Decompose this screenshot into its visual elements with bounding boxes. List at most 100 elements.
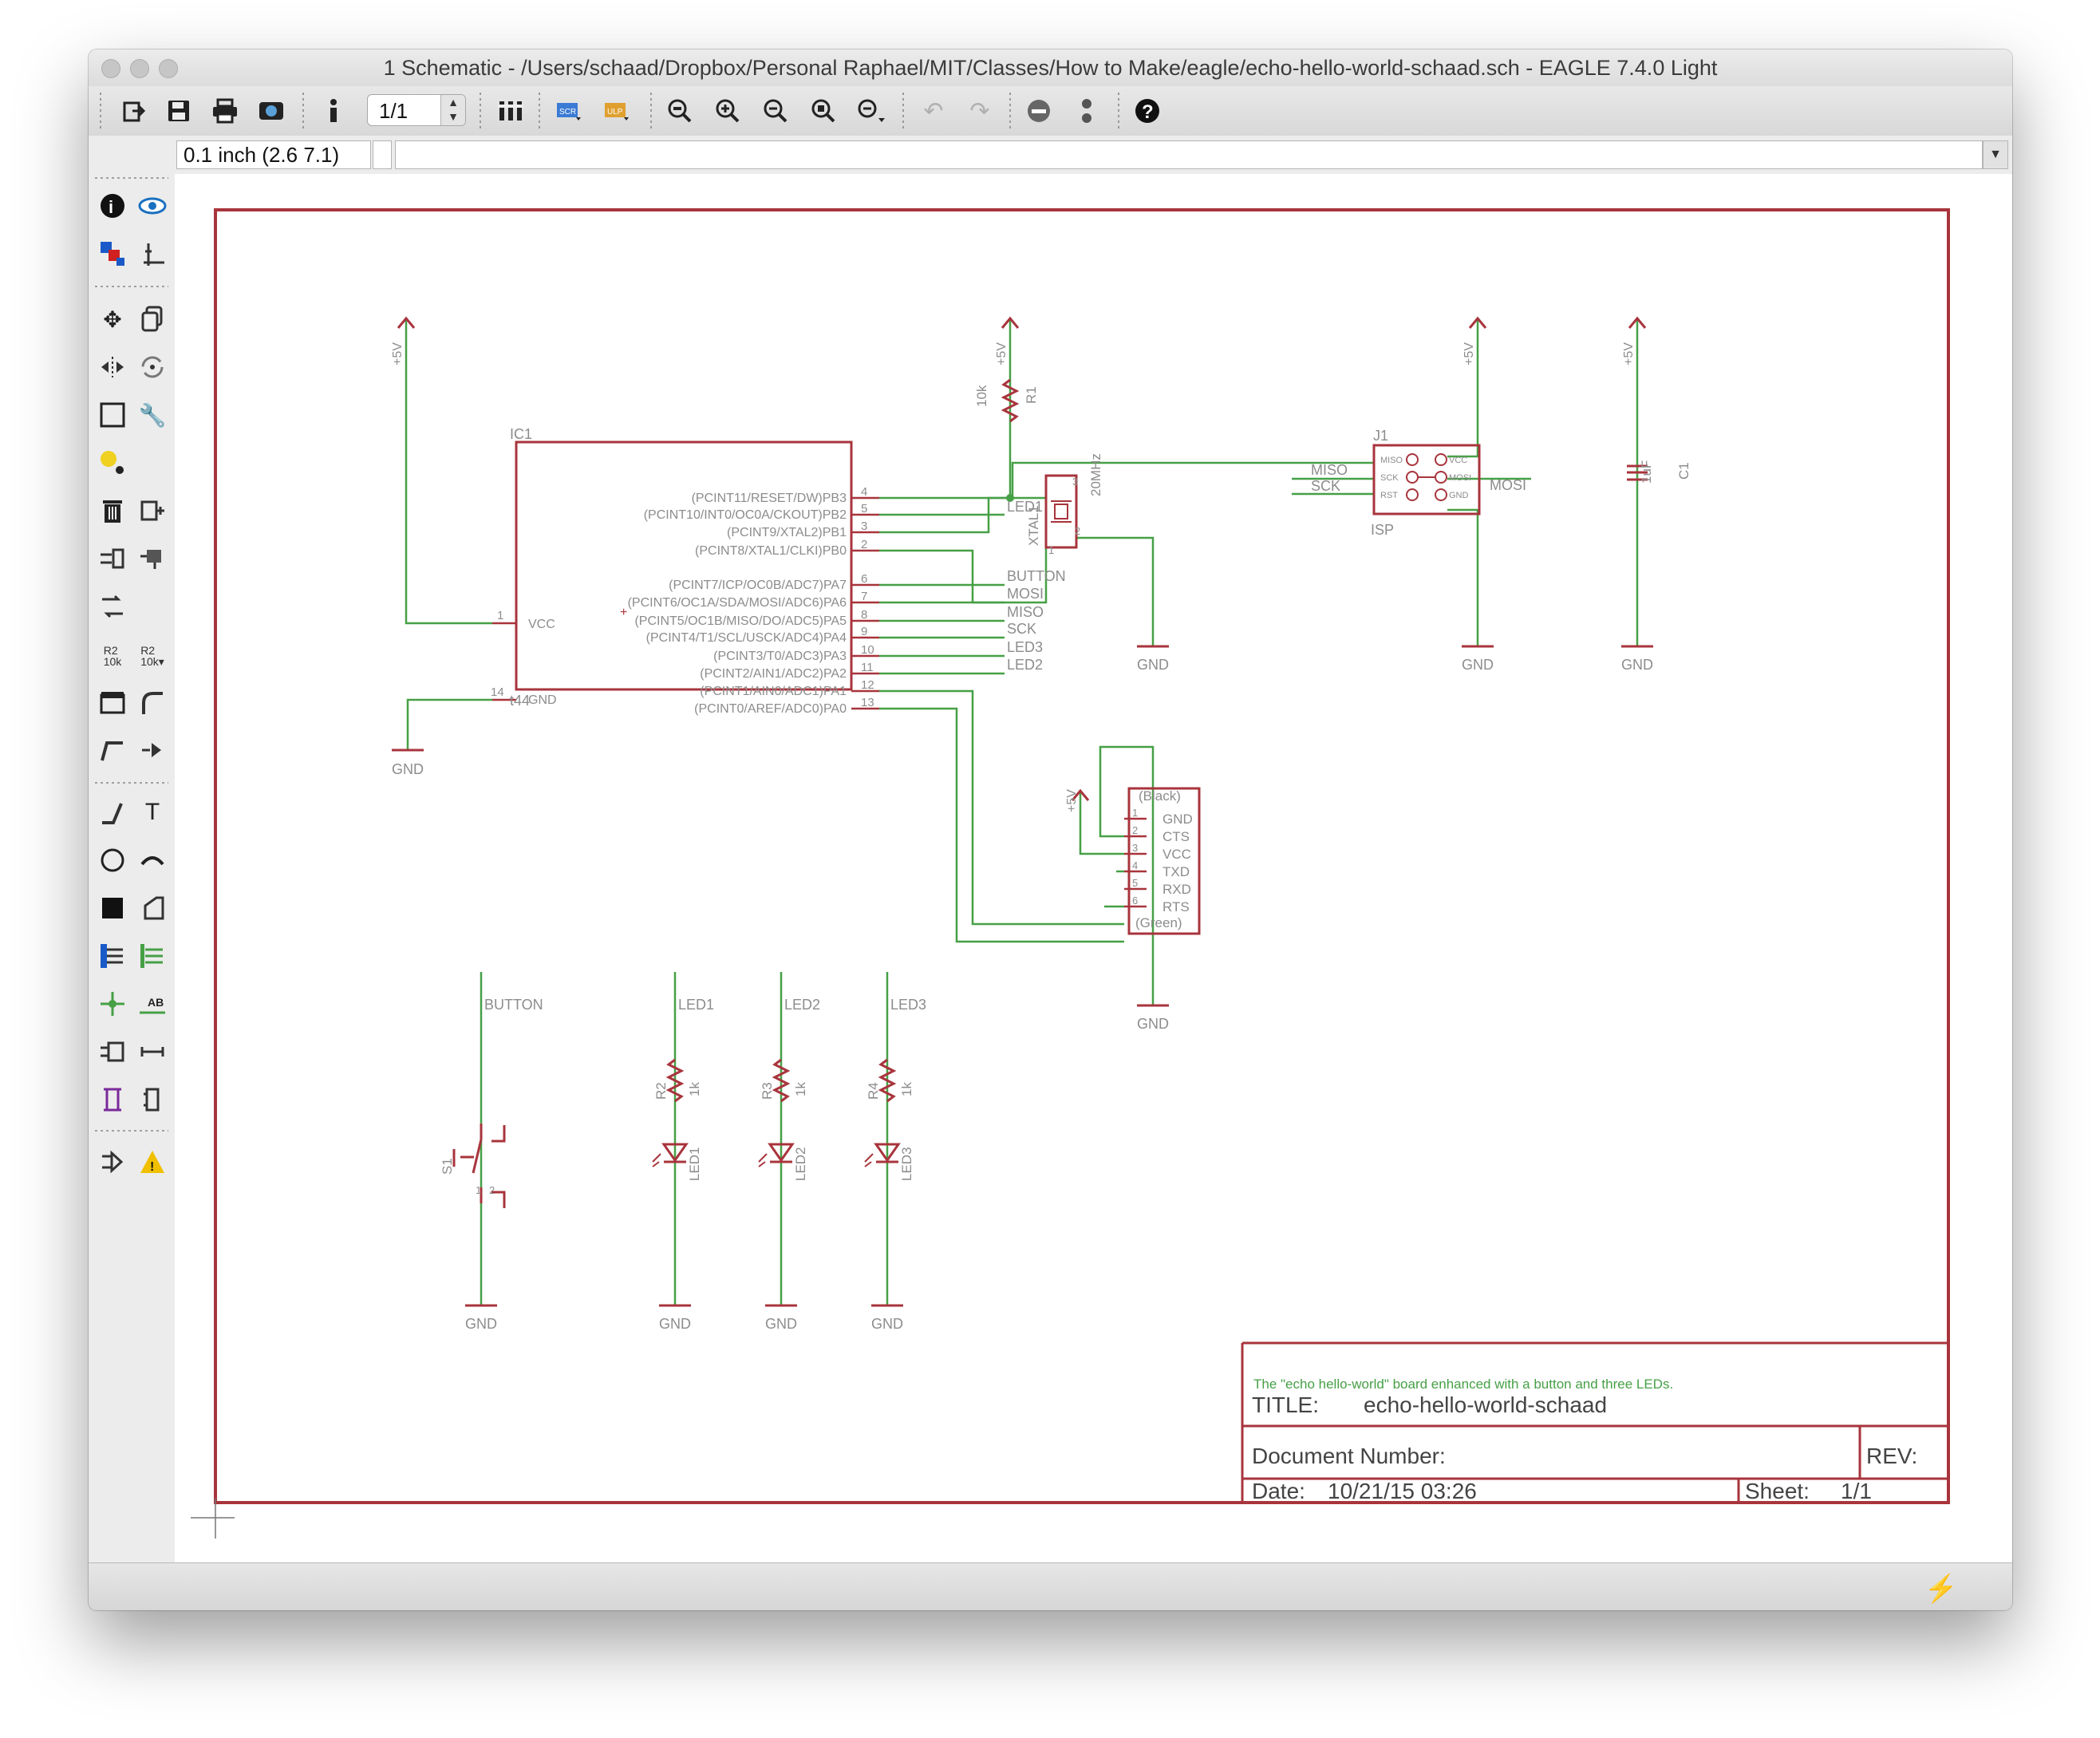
pinswap-icon[interactable] bbox=[97, 543, 128, 575]
cam-icon[interactable] bbox=[255, 94, 288, 128]
command-history-dropdown-icon[interactable]: ▼ bbox=[1983, 140, 2008, 169]
sheet-stepper[interactable]: 1/1 ▲▼ bbox=[367, 94, 466, 126]
copy-icon[interactable] bbox=[136, 303, 168, 335]
sheet-value: 1/1 bbox=[1841, 1479, 1872, 1503]
help-icon[interactable]: ? bbox=[1131, 94, 1164, 128]
add-icon[interactable] bbox=[136, 495, 168, 527]
led-net-label: LED3 bbox=[890, 997, 926, 1013]
c1-name: C1 bbox=[1676, 462, 1691, 480]
ic1-pin-number: 12 bbox=[861, 678, 874, 692]
frame-icon[interactable] bbox=[97, 1084, 128, 1116]
script-icon[interactable]: SCR bbox=[553, 94, 586, 128]
vcc-supply-label: +5V bbox=[1462, 342, 1476, 365]
isp-value: ISP bbox=[1371, 522, 1394, 538]
net-label-button: BUTTON bbox=[1007, 568, 1066, 584]
paste-icon[interactable] bbox=[97, 447, 128, 479]
led-resistor-name: R2 bbox=[653, 1082, 669, 1100]
junction-icon[interactable] bbox=[97, 988, 128, 1020]
palette-grip bbox=[95, 177, 168, 179]
move-icon[interactable]: ✥ bbox=[103, 306, 122, 332]
command-input[interactable] bbox=[395, 140, 1983, 169]
warning-icon[interactable]: ! bbox=[136, 1146, 168, 1178]
isp-pin-mosi: MOSI bbox=[1449, 473, 1471, 483]
info-icon[interactable]: i bbox=[97, 190, 128, 222]
redo-icon[interactable]: ↷ bbox=[969, 97, 990, 124]
gnd-supply-label: GND bbox=[1462, 657, 1494, 673]
vcc-supply-label: +5V bbox=[995, 342, 1009, 365]
led-net-label: LED1 bbox=[678, 997, 714, 1013]
stop-icon[interactable] bbox=[1022, 94, 1056, 128]
schematic-canvas[interactable]: (PCINT11/RESET/DW)PB3(PCINT10/INT0/OC0A/… bbox=[175, 174, 2012, 1562]
hole-icon[interactable] bbox=[136, 1084, 168, 1116]
split-icon[interactable] bbox=[97, 734, 128, 766]
led-resistor-value: 1k bbox=[899, 1082, 914, 1096]
ftdi-pin-number: 4 bbox=[1132, 859, 1138, 871]
ic1-pin-1-num: 1 bbox=[497, 609, 503, 622]
ic1-body[interactable] bbox=[515, 440, 853, 691]
zoom-select-icon[interactable] bbox=[855, 94, 888, 128]
led-name: LED1 bbox=[687, 1147, 702, 1181]
rect-icon[interactable] bbox=[97, 892, 128, 924]
go-icon[interactable] bbox=[1070, 94, 1103, 128]
ftdi-header[interactable] bbox=[1127, 787, 1201, 935]
save-icon[interactable] bbox=[162, 94, 195, 128]
lightning-icon[interactable]: ⚡ bbox=[1924, 1574, 1958, 1604]
rev-label: REV: bbox=[1866, 1444, 1917, 1468]
print-icon[interactable] bbox=[208, 94, 242, 128]
minimize-window-button[interactable] bbox=[130, 59, 149, 78]
undo-icon[interactable]: ↶ bbox=[923, 97, 944, 124]
ic1-pin-number: 2 bbox=[861, 538, 867, 551]
layers-icon[interactable] bbox=[494, 94, 527, 128]
change-icon[interactable]: 🔧 bbox=[138, 402, 167, 428]
gateswap-icon[interactable] bbox=[136, 543, 168, 575]
s1-button[interactable] bbox=[452, 1124, 506, 1208]
window-title: 1 Schematic - /Users/schaad/Dropbox/Pers… bbox=[383, 56, 1718, 80]
wire-icon[interactable] bbox=[97, 796, 128, 828]
board-description: The "echo hello-world" board enhanced wi… bbox=[1253, 1377, 1673, 1392]
mirror-icon[interactable] bbox=[97, 351, 128, 383]
delete-icon[interactable] bbox=[97, 495, 128, 527]
display-icon[interactable] bbox=[97, 238, 128, 270]
miter-icon[interactable] bbox=[136, 686, 168, 718]
stepper-arrows-icon[interactable]: ▲▼ bbox=[440, 95, 465, 125]
mark-icon[interactable] bbox=[136, 238, 168, 270]
r1-resistor[interactable] bbox=[1001, 378, 1020, 423]
ulp-icon[interactable]: ULP bbox=[601, 94, 634, 128]
zoom-redraw-icon[interactable] bbox=[807, 94, 840, 128]
attribute-icon[interactable] bbox=[97, 1036, 128, 1068]
zoom-in-icon[interactable] bbox=[711, 94, 744, 128]
net-icon[interactable] bbox=[136, 940, 168, 972]
ic1-pin-vcc-label: VCC bbox=[528, 618, 555, 631]
gnd-supply-label: GND bbox=[465, 1316, 497, 1332]
rotate-icon[interactable] bbox=[136, 351, 168, 383]
close-window-button[interactable] bbox=[101, 59, 120, 78]
zoom-fit-icon[interactable] bbox=[663, 94, 697, 128]
palette-separator bbox=[95, 286, 168, 287]
show-icon[interactable] bbox=[136, 190, 168, 222]
open-icon[interactable] bbox=[117, 94, 151, 128]
invoke-icon[interactable] bbox=[136, 734, 168, 766]
erc-icon[interactable] bbox=[97, 1146, 128, 1178]
text-icon[interactable]: T bbox=[144, 799, 160, 825]
gnd-supply-label: GND bbox=[392, 761, 424, 777]
label-icon[interactable]: AB bbox=[136, 988, 168, 1020]
replace-icon[interactable] bbox=[97, 591, 128, 622]
circle-icon[interactable] bbox=[97, 844, 128, 876]
xtal1-resonator[interactable] bbox=[1044, 474, 1078, 549]
isp-connector[interactable] bbox=[1372, 444, 1481, 515]
smash-icon[interactable] bbox=[97, 686, 128, 718]
c1-capacitor[interactable] bbox=[1627, 464, 1648, 481]
isp-net-sck: SCK bbox=[1311, 478, 1340, 494]
arc-icon[interactable] bbox=[136, 844, 168, 876]
ftdi-header-bottom: (Green) bbox=[1135, 915, 1182, 930]
zoom-out-icon[interactable] bbox=[759, 94, 792, 128]
group-icon[interactable] bbox=[97, 399, 128, 431]
dimension-icon[interactable] bbox=[136, 1036, 168, 1068]
ftdi-pin-number: 6 bbox=[1132, 895, 1138, 907]
bus-icon[interactable] bbox=[97, 940, 128, 972]
polygon-icon[interactable] bbox=[136, 892, 168, 924]
use-icon[interactable] bbox=[317, 94, 350, 128]
zoom-window-button[interactable] bbox=[159, 59, 178, 78]
